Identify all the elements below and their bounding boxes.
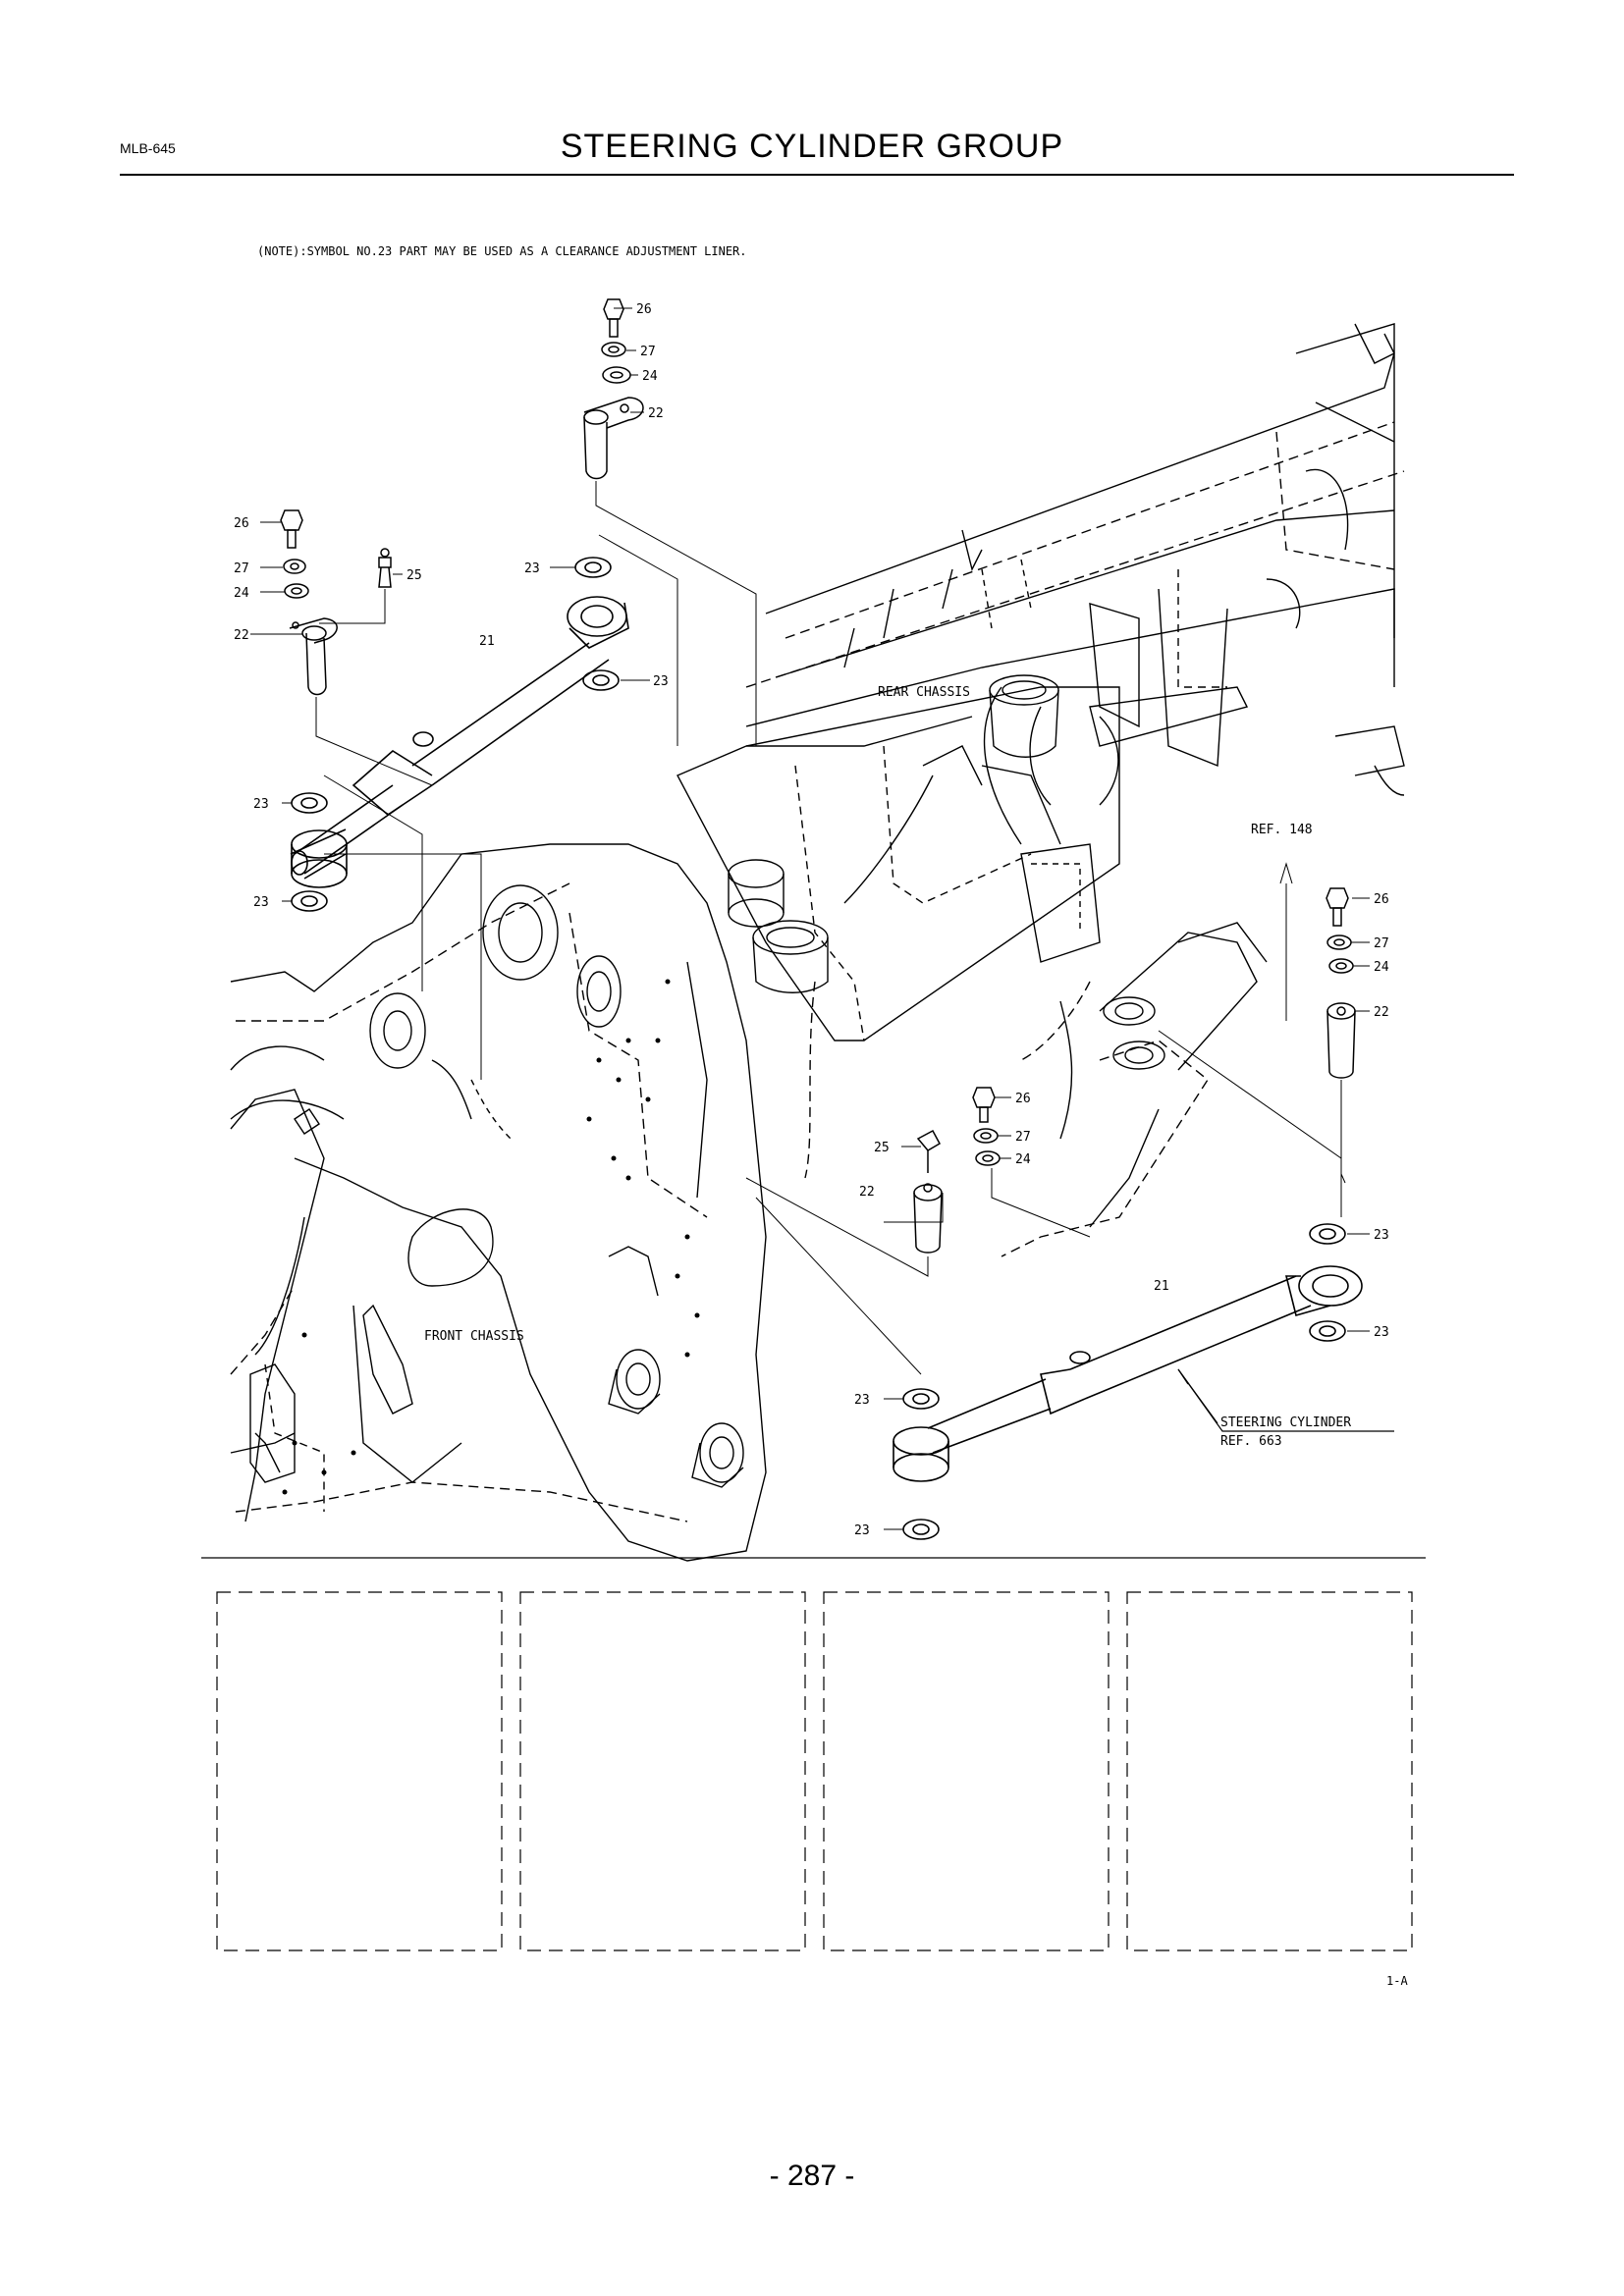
- pin-stack-left: [280, 509, 392, 696]
- callout-26-right: 26: [1374, 892, 1389, 907]
- callout-23-left-b: 23: [653, 674, 669, 689]
- callout-23-right-a: 23: [1374, 1228, 1389, 1243]
- steering-cylinder-lower-right: [893, 1223, 1394, 1540]
- ref-663-label: REF. 663: [1220, 1434, 1282, 1449]
- callout-25-mid: 25: [874, 1141, 890, 1155]
- rear-chassis-frame: [745, 323, 1405, 796]
- page-title: STEERING CYLINDER GROUP: [560, 128, 1064, 165]
- callout-27-left: 27: [234, 561, 249, 576]
- callout-22-mid: 22: [859, 1185, 875, 1200]
- callout-23-left-c: 23: [253, 797, 269, 812]
- callout-23-left-d: 23: [253, 895, 269, 910]
- callout-23-left-a: 23: [524, 561, 540, 576]
- callout-25-left: 25: [406, 568, 422, 583]
- callout-27-right: 27: [1374, 936, 1389, 951]
- rear-lower-arm: [1001, 922, 1268, 1257]
- rear-chassis-body: [677, 674, 1120, 1179]
- steering-cylinder-label: STEERING CYLINDER: [1220, 1415, 1351, 1430]
- parts-table-box-3: [823, 1591, 1110, 1951]
- rear-chassis-label: REAR CHASSIS: [878, 685, 970, 700]
- callout-24-mid: 24: [1015, 1152, 1031, 1167]
- ref-148-label: REF. 148: [1251, 823, 1313, 837]
- callout-22-right: 22: [1374, 1005, 1389, 1020]
- parts-table-box-2: [519, 1591, 806, 1951]
- front-chassis-frame: [230, 843, 767, 1562]
- callout-24-top: 24: [642, 369, 658, 384]
- page-number: - 287 -: [769, 2160, 855, 2192]
- callout-26-top: 26: [636, 302, 652, 317]
- document-code: MLB-645: [120, 140, 176, 156]
- callout-23-right-b: 23: [1374, 1325, 1389, 1340]
- callout-27-top: 27: [640, 345, 656, 359]
- callout-26-mid: 26: [1015, 1092, 1031, 1106]
- callout-24-left: 24: [234, 586, 249, 601]
- leader-lines: [250, 307, 1370, 1530]
- pin-stack-middle: [913, 1087, 1001, 1254]
- parts-table-box-1: [216, 1591, 503, 1951]
- callout-26-left: 26: [234, 516, 249, 531]
- callout-24-right: 24: [1374, 960, 1389, 975]
- figure-code: 1-A: [1386, 1974, 1408, 1988]
- pin-stack-top: [583, 298, 644, 480]
- steering-cylinder-upper-left: [290, 557, 629, 912]
- callout-21-left: 21: [479, 634, 495, 649]
- clearance-note: (NOTE):SYMBOL NO.23 PART MAY BE USED AS …: [257, 244, 747, 258]
- title-divider: [120, 174, 1514, 176]
- callout-21-right: 21: [1154, 1279, 1169, 1294]
- pin-stack-right: [1326, 887, 1356, 1079]
- callout-numbers: 26 27 24 22 26 27 24 22 25 21 23 23 23 2…: [234, 302, 1389, 1538]
- parts-table-box-4: [1126, 1591, 1413, 1951]
- callout-23-bottom-b: 23: [854, 1523, 870, 1538]
- front-chassis-label: FRONT CHASSIS: [424, 1329, 524, 1344]
- callout-22-left: 22: [234, 628, 249, 643]
- callout-23-bottom-a: 23: [854, 1393, 870, 1408]
- callout-27-mid: 27: [1015, 1130, 1031, 1145]
- callout-22-top: 22: [648, 406, 664, 421]
- parts-table: [216, 1591, 1413, 1951]
